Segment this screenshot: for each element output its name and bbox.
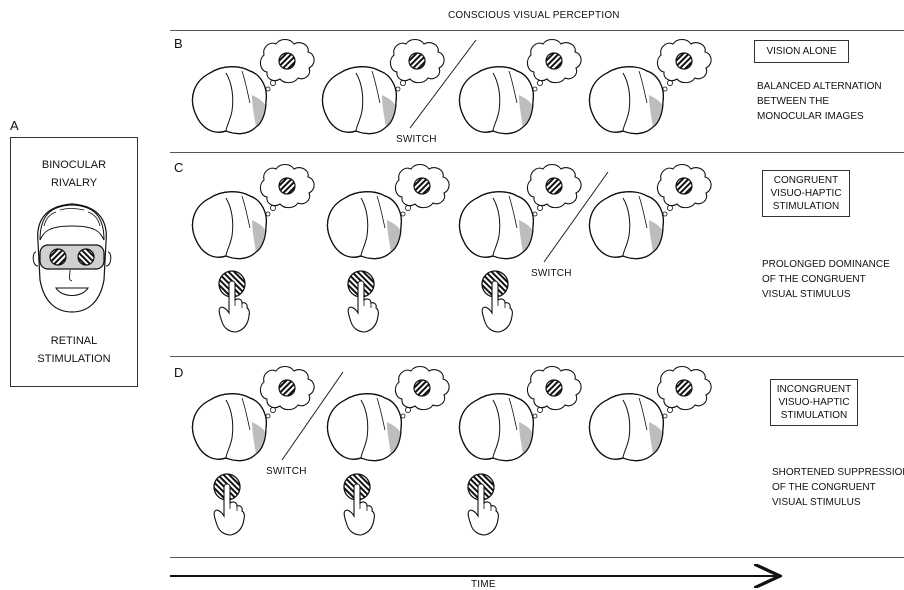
time-axis-label: TIME [471, 579, 496, 590]
switch-line-d [281, 371, 344, 461]
panel-d-description: SHORTENED SUPPRESSION OF THE CONGRUENT V… [772, 467, 904, 508]
brain-icon [588, 38, 712, 135]
brain-icon [191, 365, 315, 462]
switch-line-c [543, 171, 609, 263]
vision-alone-box: VISION ALONE [754, 40, 849, 63]
panel-d-letter: D [174, 365, 184, 380]
divider-bottom [170, 557, 904, 558]
congruent-box: CONGRUENT VISUO-HAPTIC STIMULATION [762, 170, 850, 217]
divider-b-c [170, 152, 904, 153]
panel-c-description: PROLONGED DOMINANCE OF THE CONGRUENT VIS… [762, 259, 890, 300]
panel-b-letter: B [174, 36, 183, 51]
brain-icon [321, 38, 445, 135]
face-with-goggles-icon [32, 203, 112, 313]
switch-label-b: SWITCH [396, 134, 437, 145]
brain-icon [191, 38, 315, 135]
panel-a-bottom-text: RETINAL STIMULATION [37, 335, 111, 365]
finger-touch-icon [213, 473, 246, 536]
brain-icon [588, 163, 712, 260]
panel-a-letter: A [10, 118, 19, 133]
finger-touch-icon [343, 473, 376, 536]
brain-icon [458, 365, 582, 462]
finger-touch-icon [467, 473, 500, 536]
brain-icon [191, 163, 315, 260]
switch-line-b [409, 39, 477, 129]
brain-icon [326, 365, 450, 462]
brain-icon [588, 365, 712, 462]
incongruent-box: INCONGRUENT VISUO-HAPTIC STIMULATION [770, 379, 858, 426]
finger-touch-icon [481, 270, 514, 333]
panel-a-box: BINOCULAR RIVALRY RETINAL STIMULATION [10, 137, 138, 387]
switch-label-c: SWITCH [531, 268, 572, 279]
finger-touch-icon [347, 270, 380, 333]
brain-icon [326, 163, 450, 260]
finger-touch-icon [218, 270, 251, 333]
divider-c-d [170, 356, 904, 357]
brain-icon [458, 163, 582, 260]
panel-a-top-text: BINOCULAR RIVALRY [41, 159, 107, 189]
divider-top [170, 30, 904, 31]
figure-title: CONSCIOUS VISUAL PERCEPTION [448, 10, 620, 21]
panel-c-letter: C [174, 160, 184, 175]
panel-b-description: BALANCED ALTERNATION BETWEEN THE MONOCUL… [757, 81, 882, 122]
switch-label-d: SWITCH [266, 466, 307, 477]
brain-icon [458, 38, 582, 135]
